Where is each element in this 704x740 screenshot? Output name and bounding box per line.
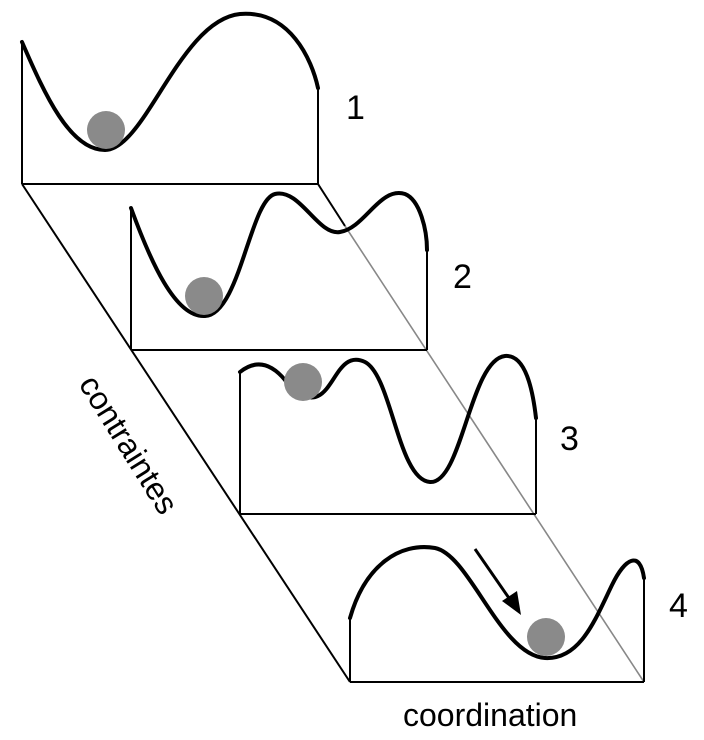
down-arrow-icon xyxy=(473,548,521,615)
panel-4-energy-curve xyxy=(348,545,646,661)
panel-1-energy-curve xyxy=(20,11,320,152)
right-rail-front-1 xyxy=(317,183,346,227)
panel-2-ball xyxy=(185,277,223,315)
panel-1-ball xyxy=(87,111,125,149)
panel-2: 2 xyxy=(129,191,472,351)
depth-axis-label: contraintes xyxy=(72,369,185,521)
left-rail xyxy=(21,183,351,683)
depth-rails xyxy=(21,183,645,683)
panel-3-energy-curve xyxy=(238,354,538,485)
panel-1-number: 1 xyxy=(346,89,365,127)
right-rail-back xyxy=(344,225,645,683)
panel-4: 4 xyxy=(348,545,688,683)
panel-3: 3 xyxy=(238,354,579,515)
bottom-axis-label: coordination xyxy=(403,697,577,733)
panel-2-energy-curve xyxy=(129,191,429,319)
panel-3-ball xyxy=(284,363,322,401)
panel-2-number: 2 xyxy=(453,258,472,296)
panel-4-number: 4 xyxy=(669,587,688,625)
panel-4-ball xyxy=(527,618,565,656)
panel-3-number: 3 xyxy=(560,420,579,458)
panel-1: 1 xyxy=(20,11,365,185)
